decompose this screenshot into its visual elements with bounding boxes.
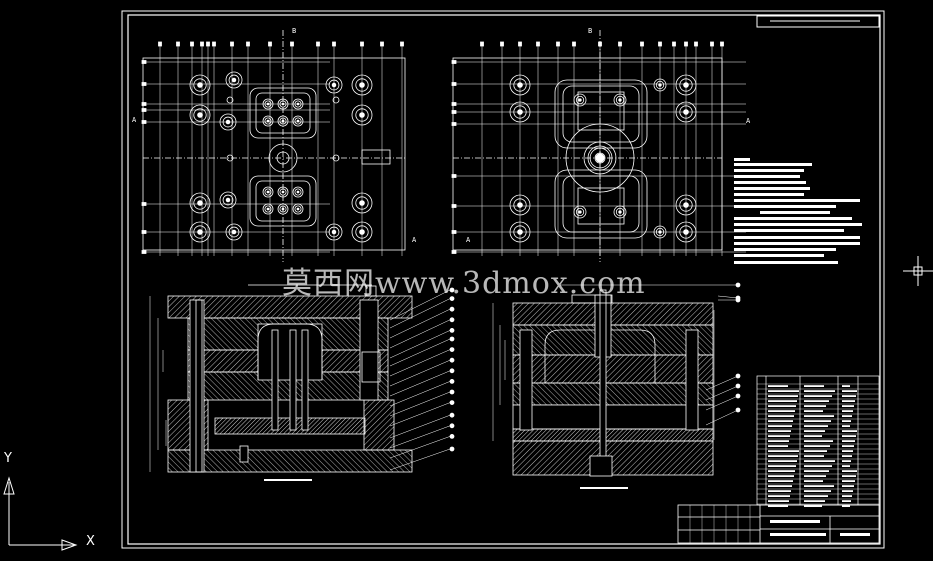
section-mark-b-top-right: B <box>588 27 593 35</box>
section-view-right <box>492 282 741 489</box>
plan-view-left <box>141 30 406 262</box>
section-mark-a-left-1: A <box>132 116 137 124</box>
section-mark-a-right-1: A <box>746 117 751 125</box>
parts-list-table <box>756 375 880 507</box>
technical-notes <box>734 158 862 264</box>
crosshair-icon <box>903 256 933 286</box>
corner-label-box <box>756 15 880 28</box>
plan-view-right <box>451 30 746 262</box>
sheet-border <box>121 10 885 549</box>
ucs-axes-icon <box>3 476 78 551</box>
section-mark-b-top-left: B <box>292 27 297 35</box>
ucs-x-label: X <box>86 534 95 549</box>
section-mark-a-left-2: A <box>412 236 417 244</box>
watermark-text: 莫西网www.3dmox.com <box>282 266 646 301</box>
section-mark-a-right-2: A <box>466 236 471 244</box>
ucs-y-label: Y <box>4 451 12 466</box>
section-view-left <box>149 284 455 481</box>
title-block <box>677 504 880 544</box>
